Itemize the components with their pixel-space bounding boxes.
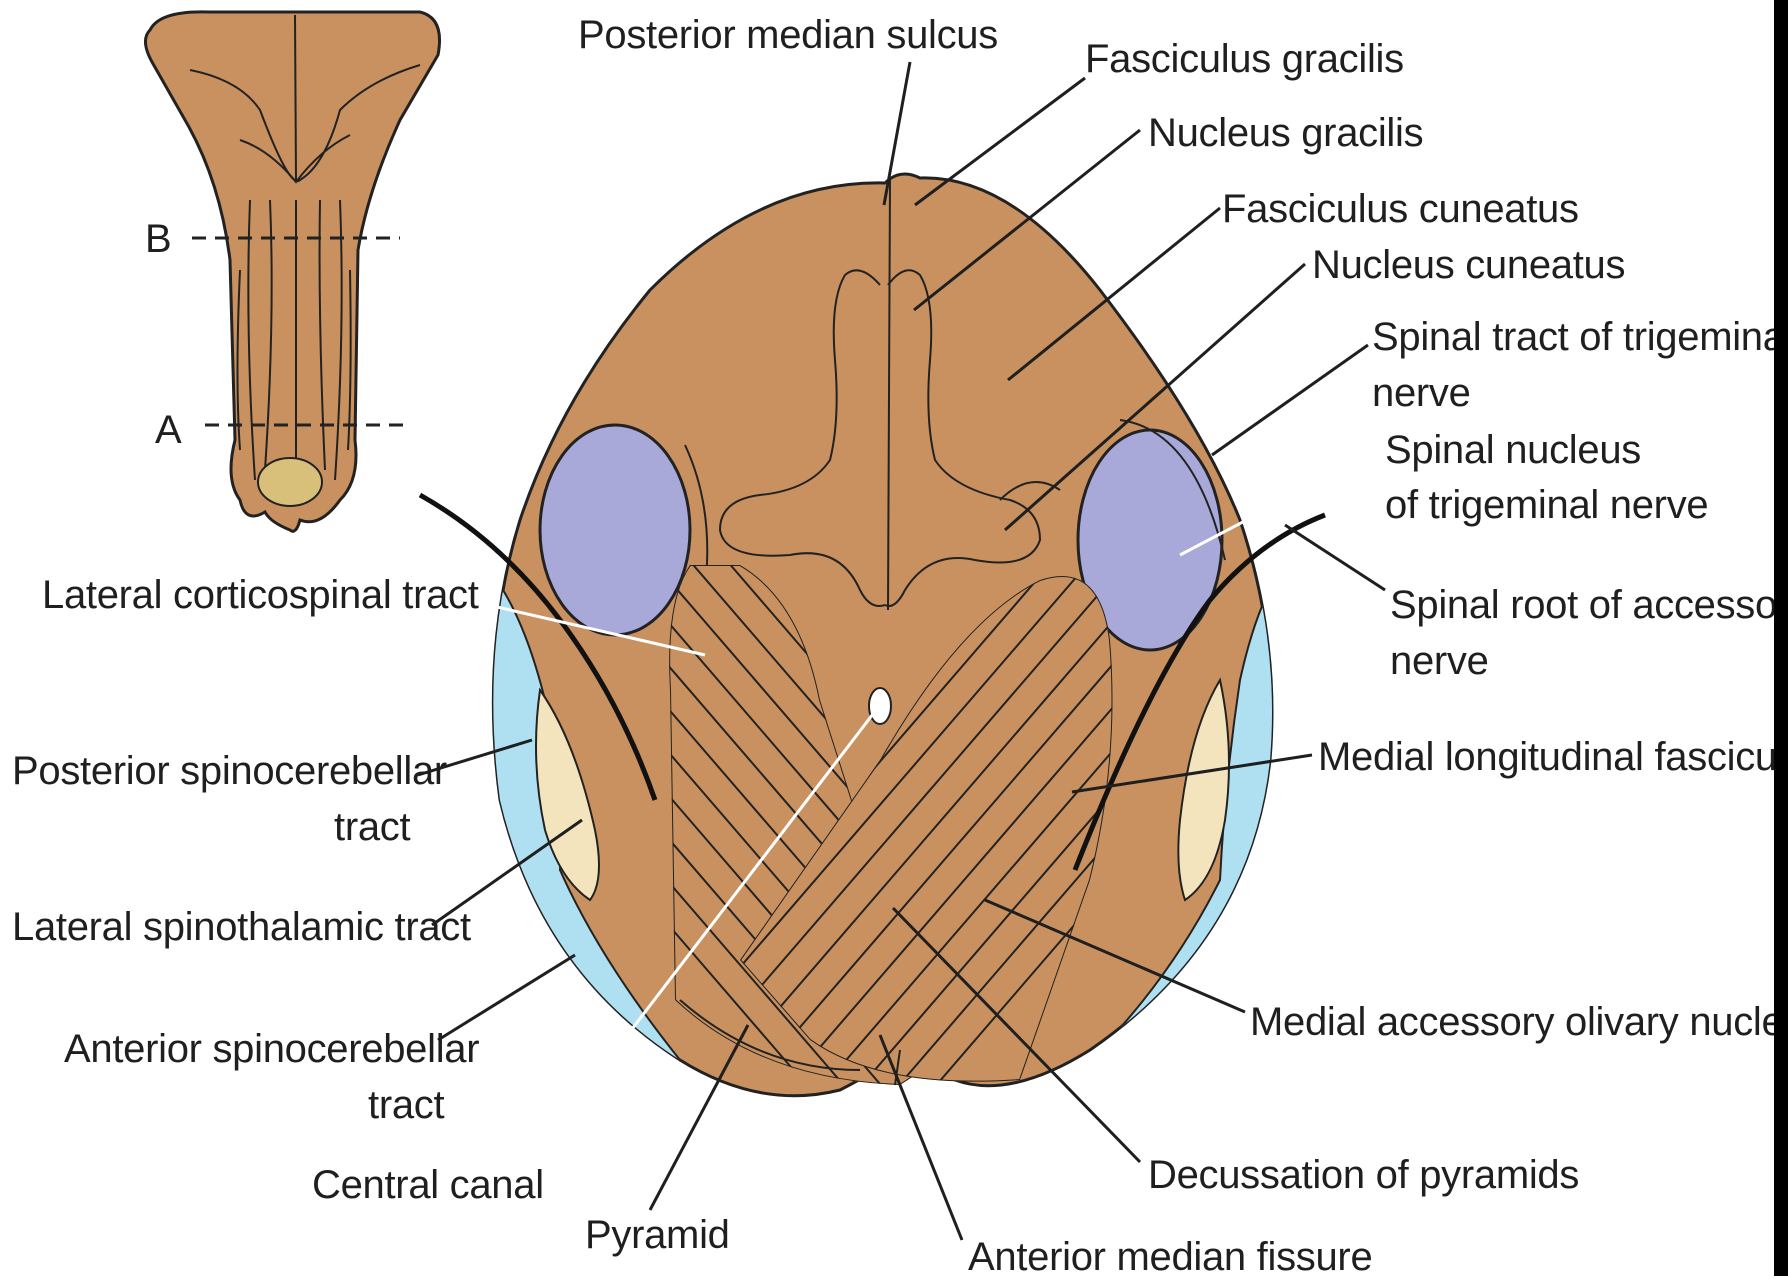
- inset-dorsal-midline: [295, 15, 296, 180]
- label-fasciculus-gracilis: Fasciculus gracilis: [1085, 37, 1404, 81]
- label-anterior-median-fissure: Anterior median fissure: [968, 1235, 1372, 1276]
- label-spinal-tract-trigeminal-line1: Spinal tract of trigeminal: [1372, 315, 1788, 359]
- brainstem-inset: B A: [145, 12, 440, 531]
- label-pyramid: Pyramid: [585, 1213, 730, 1257]
- label-nucleus-gracilis: Nucleus gracilis: [1148, 111, 1423, 155]
- label-spinal-nucleus-trigeminal-line2: of trigeminal nerve: [1385, 483, 1708, 527]
- label-central-canal: Central canal: [312, 1163, 544, 1207]
- label-posterior-spinocerebellar-line2: tract: [334, 805, 410, 849]
- inset-brainstem-shape: [145, 12, 439, 531]
- label-medial-accessory-olivary-nucleus: Medial accessory olivary nucleus: [1250, 1000, 1788, 1044]
- central-canal: [869, 688, 891, 724]
- label-spinal-tract-trigeminal-line2: nerve: [1372, 371, 1471, 415]
- inset-level-b-label: B: [145, 217, 171, 261]
- medulla-section: [420, 174, 1325, 1240]
- label-nucleus-cuneatus: Nucleus cuneatus: [1312, 243, 1625, 287]
- label-anterior-spinocerebellar-line1: Anterior spinocerebellar: [64, 1027, 479, 1071]
- spinal-nucleus-trigeminal-left: [540, 425, 690, 635]
- inset-cut-section: [258, 458, 322, 506]
- label-anterior-spinocerebellar-line2: tract: [368, 1083, 444, 1127]
- leader-fasciculus-gracilis: [915, 78, 1085, 205]
- label-lateral-spinothalamic: Lateral spinothalamic tract: [12, 905, 471, 949]
- label-spinal-root-accessory-line2: nerve: [1390, 639, 1489, 683]
- inset-level-a-label: A: [155, 408, 182, 452]
- label-spinal-root-accessory-line1: Spinal root of accessory: [1390, 583, 1788, 627]
- label-posterior-median-sulcus: Posterior median sulcus: [578, 13, 998, 57]
- label-decussation-of-pyramids: Decussation of pyramids: [1148, 1153, 1579, 1197]
- leader-spinal-root-accessory: [1285, 525, 1385, 590]
- label-posterior-spinocerebellar-line1: Posterior spinocerebellar: [12, 749, 447, 793]
- label-lateral-corticospinal: Lateral corticospinal tract: [42, 573, 479, 617]
- leader-spinal-tract-trigeminal: [1212, 345, 1368, 455]
- label-fasciculus-cuneatus: Fasciculus cuneatus: [1222, 187, 1579, 231]
- label-spinal-nucleus-trigeminal-line1: Spinal nucleus: [1385, 428, 1641, 472]
- label-medial-longitudinal-fasciculus: Medial longitudinal fasciculus: [1318, 735, 1788, 779]
- right-edge-bar: [1774, 0, 1788, 1276]
